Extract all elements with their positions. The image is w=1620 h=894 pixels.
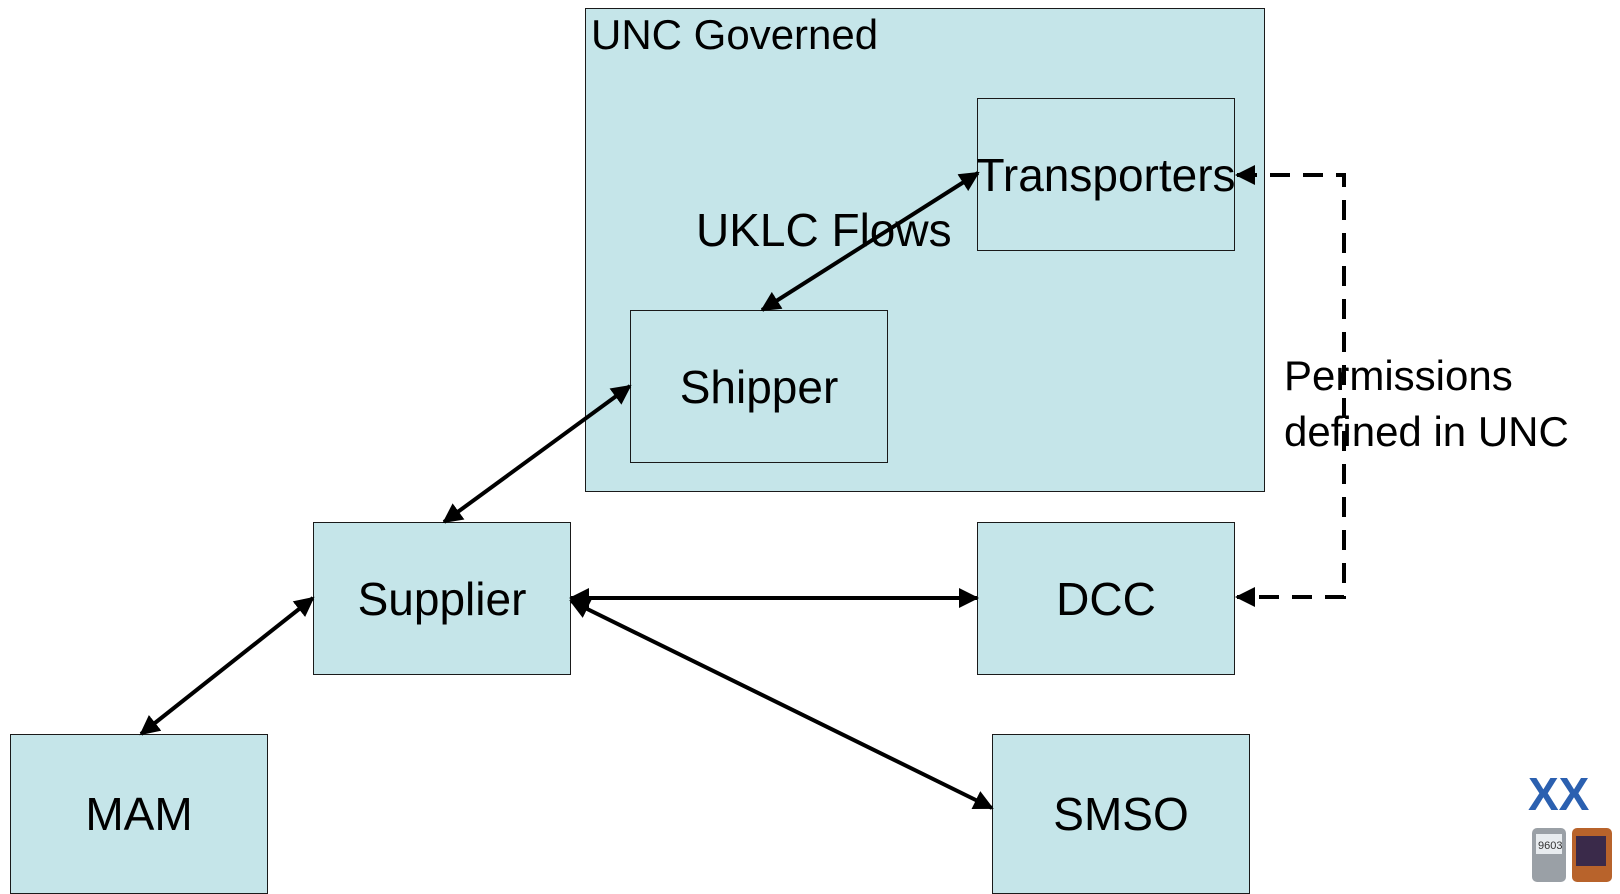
permissions-label-line1: Permissions: [1284, 352, 1513, 399]
node-shipper[interactable]: Shipper: [630, 310, 888, 463]
arrow-supplier-shipper: [442, 384, 632, 524]
logo-meter-reading: 9603: [1538, 840, 1562, 852]
dashed-permissions-path: [1235, 165, 1346, 607]
svg-text:XX: XX: [1528, 768, 1590, 820]
node-smso-label: SMSO: [1053, 788, 1189, 840]
node-dcc[interactable]: DCC: [977, 522, 1235, 675]
logo-graphic: XX 9603: [1528, 768, 1612, 882]
unc-governed-title: UNC Governed: [591, 11, 879, 58]
node-dcc-label: DCC: [1056, 572, 1156, 625]
arrow-supplier-smso: [569, 599, 994, 810]
node-shipper-label: Shipper: [679, 360, 839, 413]
arrow-shipper-transporters: [760, 171, 980, 312]
node-supplier-label: Supplier: [357, 572, 527, 625]
node-mam-label: MAM: [85, 788, 193, 840]
node-transporters[interactable]: Transporters: [976, 98, 1236, 251]
arrow-supplier-mam: [139, 596, 315, 736]
node-supplier[interactable]: Supplier: [313, 522, 571, 675]
permissions-label: Permissions defined in UNC: [1284, 348, 1569, 460]
node-mam[interactable]: MAM: [10, 734, 268, 894]
company-logo: XX 9603: [1528, 768, 1620, 882]
permissions-label-line2: defined in UNC: [1284, 408, 1569, 455]
node-transporters-label: Transporters: [976, 148, 1236, 201]
